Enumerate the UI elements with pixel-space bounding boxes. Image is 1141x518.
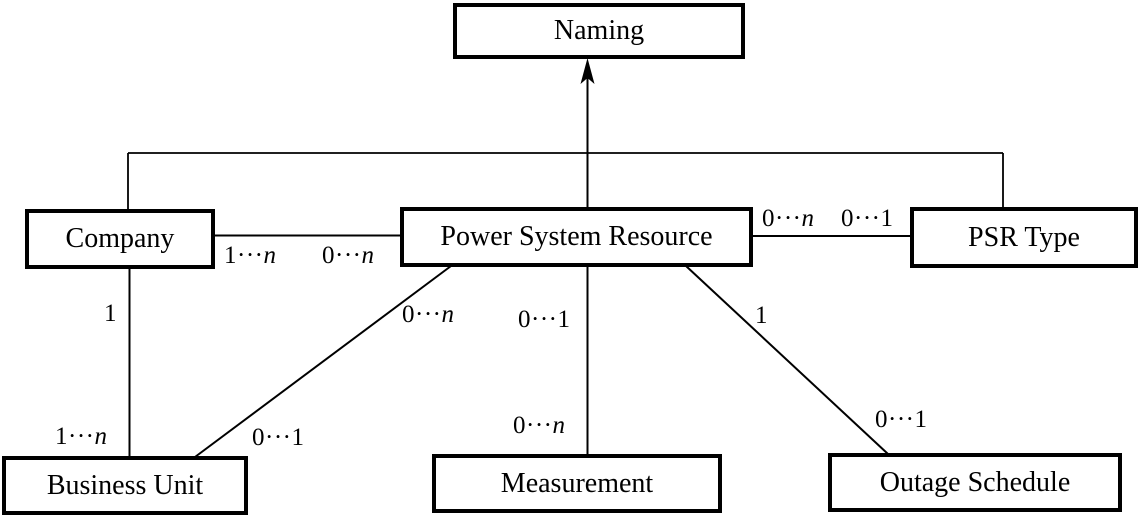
multiplicity-text: 1···: [55, 423, 95, 450]
class-label-business-unit: Business Unit: [46, 469, 204, 501]
multiplicity-psr-psrtype-near-psr: 0···n: [762, 205, 814, 233]
class-label-outage-schedule: Outage Schedule: [879, 466, 1071, 498]
multiplicity-company-business-near-company: 1: [104, 300, 117, 328]
multiplicity-text: 1···: [224, 242, 264, 269]
class-label-psr-type: PSR Type: [968, 221, 1080, 253]
multiplicity-psr-business-near-psr: 0···n: [402, 301, 454, 329]
class-label-naming: Naming: [553, 15, 645, 46]
association-psr-business-unit: [194, 265, 452, 458]
multiplicity-psr-outage-near-psr: 1: [755, 302, 768, 330]
multiplicity-n: n: [552, 412, 566, 439]
multiplicity-psr-measurement-near-measurement: 0···n: [513, 412, 565, 440]
class-box-naming: Naming: [453, 3, 745, 59]
multiplicity-text: 1: [104, 300, 117, 327]
class-label-power-system-resource: Power System Resource: [440, 221, 713, 252]
multiplicity-n: n: [263, 242, 277, 269]
multiplicity-n: n: [94, 423, 108, 450]
multiplicity-company-psr-near-psr: 0···n: [322, 242, 374, 270]
multiplicity-text: 0···: [322, 242, 362, 269]
class-box-business-unit: Business Unit: [2, 456, 248, 515]
multiplicity-text: 1: [755, 302, 768, 329]
multiplicity-text: 0···: [762, 205, 802, 232]
multiplicity-n: n: [441, 301, 455, 328]
multiplicity-text: 0···1: [518, 306, 571, 333]
multiplicity-text: 0···: [402, 301, 442, 328]
multiplicity-text: 0···1: [252, 424, 305, 451]
class-label-company: Company: [65, 223, 175, 254]
class-box-measurement: Measurement: [432, 454, 722, 513]
class-box-psr-type: PSR Type: [910, 207, 1138, 268]
multiplicity-text: 0···: [513, 412, 553, 439]
class-label-measurement: Measurement: [500, 467, 654, 499]
multiplicity-text: 0···1: [875, 406, 928, 433]
multiplicity-company-psr-near-company: 1···n: [224, 242, 276, 270]
multiplicity-n: n: [801, 205, 815, 232]
multiplicity-text: 0···1: [841, 205, 894, 232]
class-box-company: Company: [25, 209, 215, 269]
multiplicity-n: n: [361, 242, 375, 269]
association-psr-outage-schedule: [685, 265, 889, 455]
multiplicity-psr-measurement-near-psr: 0···1: [518, 306, 570, 334]
multiplicity-psr-business-near-business: 0···1: [252, 424, 304, 452]
multiplicity-psr-outage-near-outage: 0···1: [875, 406, 927, 434]
multiplicity-company-business-near-business: 1···n: [55, 423, 107, 451]
multiplicity-psr-psrtype-near-psrtype: 0···1: [841, 205, 893, 233]
generalization-to-naming: [127, 58, 1004, 210]
class-box-outage-schedule: Outage Schedule: [828, 453, 1122, 512]
class-box-power-system-resource: Power System Resource: [400, 207, 753, 267]
inheritance-arrow-icon: [580, 58, 595, 84]
